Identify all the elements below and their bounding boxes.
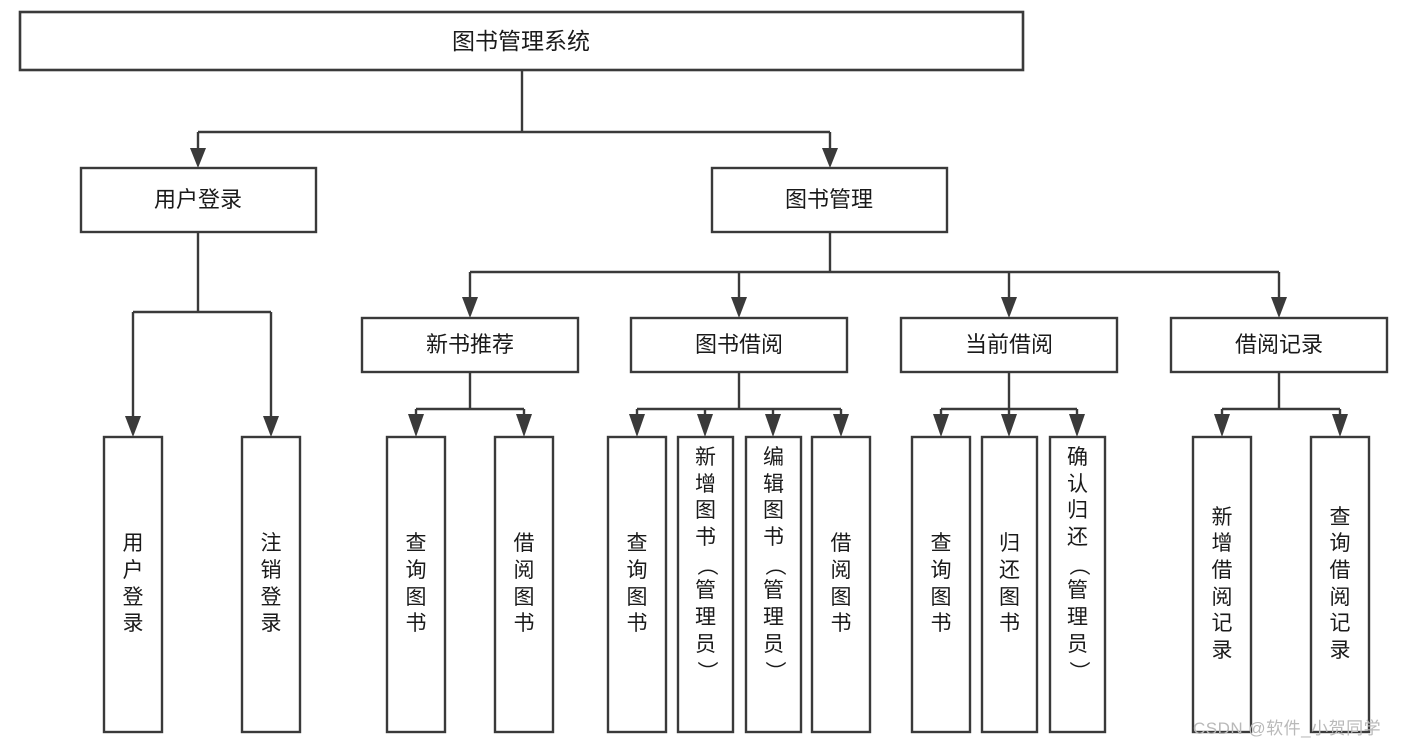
connector-group-current-borrow bbox=[933, 372, 1085, 437]
node-borrow-record-label: 借阅记录 bbox=[1235, 332, 1323, 357]
node-user-login[interactable]: 用户登录 bbox=[79, 166, 318, 234]
node-current-borrow-label: 当前借阅 bbox=[965, 332, 1053, 357]
connector-group-book-borrow bbox=[629, 372, 849, 437]
arrowhead-leaf-add-book bbox=[697, 414, 713, 437]
arrowhead-leaf-query-record bbox=[1332, 414, 1348, 437]
node-leaf-add-book-rect[interactable] bbox=[676, 435, 735, 734]
csdn-watermark: CSDN @软件_小贺同学 bbox=[1193, 719, 1382, 738]
node-new-book-recommend[interactable]: 新书推荐 bbox=[360, 316, 580, 374]
node-root[interactable]: 图书管理系统 bbox=[18, 10, 1025, 72]
node-leaf-edit-book-rect[interactable] bbox=[744, 435, 803, 734]
node-new-book-recommend-label: 新书推荐 bbox=[426, 332, 514, 357]
arrowhead-leaf-confirm-return bbox=[1069, 414, 1085, 437]
node-leaf-add-record-rect[interactable] bbox=[1191, 435, 1253, 734]
node-leaf-query-book-2-rect[interactable] bbox=[606, 435, 668, 734]
arrowhead-leaf-query-book-3 bbox=[933, 414, 949, 437]
arrowhead-current-borrow bbox=[1001, 297, 1017, 318]
node-leaf-return-book-rect[interactable] bbox=[980, 435, 1039, 734]
node-book-management-rect[interactable] bbox=[710, 166, 949, 234]
node-borrow-record[interactable]: 借阅记录 bbox=[1169, 316, 1389, 374]
node-leaf-query-record-rect[interactable] bbox=[1309, 435, 1371, 734]
node-leaf-borrow-book-1-rect[interactable] bbox=[493, 435, 555, 734]
connector-group-book-management bbox=[462, 232, 1287, 318]
node-leaf-borrow-book-2-rect[interactable] bbox=[810, 435, 872, 734]
arrowhead-leaf-add-record bbox=[1214, 414, 1230, 437]
connector-group-new-book-recommend bbox=[408, 372, 532, 437]
node-leaf-confirm-return-rect[interactable] bbox=[1048, 435, 1107, 734]
arrowhead-user-login bbox=[190, 148, 206, 168]
node-root-label: 图书管理系统 bbox=[452, 28, 590, 54]
node-book-borrow[interactable]: 图书借阅 bbox=[629, 316, 849, 374]
arrowhead-leaf-query-book-1 bbox=[408, 414, 424, 437]
node-user-login-label: 用户登录 bbox=[154, 187, 242, 212]
arrowhead-borrow-record bbox=[1271, 297, 1287, 318]
arrowhead-leaf-logout-login bbox=[263, 416, 279, 437]
arrowhead-book-borrow bbox=[731, 297, 747, 318]
node-leaf-query-book-3-rect[interactable] bbox=[910, 435, 972, 734]
node-book-management[interactable]: 图书管理 bbox=[710, 166, 949, 234]
node-current-borrow[interactable]: 当前借阅 bbox=[899, 316, 1119, 374]
leaf-boxes-group bbox=[102, 435, 1371, 734]
node-user-login-rect[interactable] bbox=[79, 166, 318, 234]
node-leaf-logout-login-rect[interactable] bbox=[240, 435, 302, 734]
node-book-borrow-label: 图书借阅 bbox=[695, 332, 783, 357]
arrowhead-leaf-borrow-book-1 bbox=[516, 414, 532, 437]
arrowhead-leaf-borrow-book-2 bbox=[833, 414, 849, 437]
arrowhead-new-book-recommend bbox=[462, 297, 478, 318]
connector-group-user-login bbox=[125, 232, 279, 437]
arrowhead-leaf-edit-book bbox=[765, 414, 781, 437]
arrowhead-leaf-return-book bbox=[1001, 414, 1017, 437]
node-leaf-user-login-rect[interactable] bbox=[102, 435, 164, 734]
node-borrow-record-rect[interactable] bbox=[1169, 316, 1389, 374]
node-new-book-recommend-rect[interactable] bbox=[360, 316, 580, 374]
arrowhead-book-management bbox=[822, 148, 838, 168]
arrowhead-leaf-user-login bbox=[125, 416, 141, 437]
arrowhead-leaf-query-book-2 bbox=[629, 414, 645, 437]
node-leaf-query-book-1-rect[interactable] bbox=[385, 435, 447, 734]
node-book-borrow-rect[interactable] bbox=[629, 316, 849, 374]
node-book-management-label: 图书管理 bbox=[785, 187, 873, 212]
connector-group-borrow-record bbox=[1214, 372, 1348, 437]
node-current-borrow-rect[interactable] bbox=[899, 316, 1119, 374]
connector-group-root bbox=[190, 70, 838, 168]
node-root-rect[interactable] bbox=[18, 10, 1025, 72]
